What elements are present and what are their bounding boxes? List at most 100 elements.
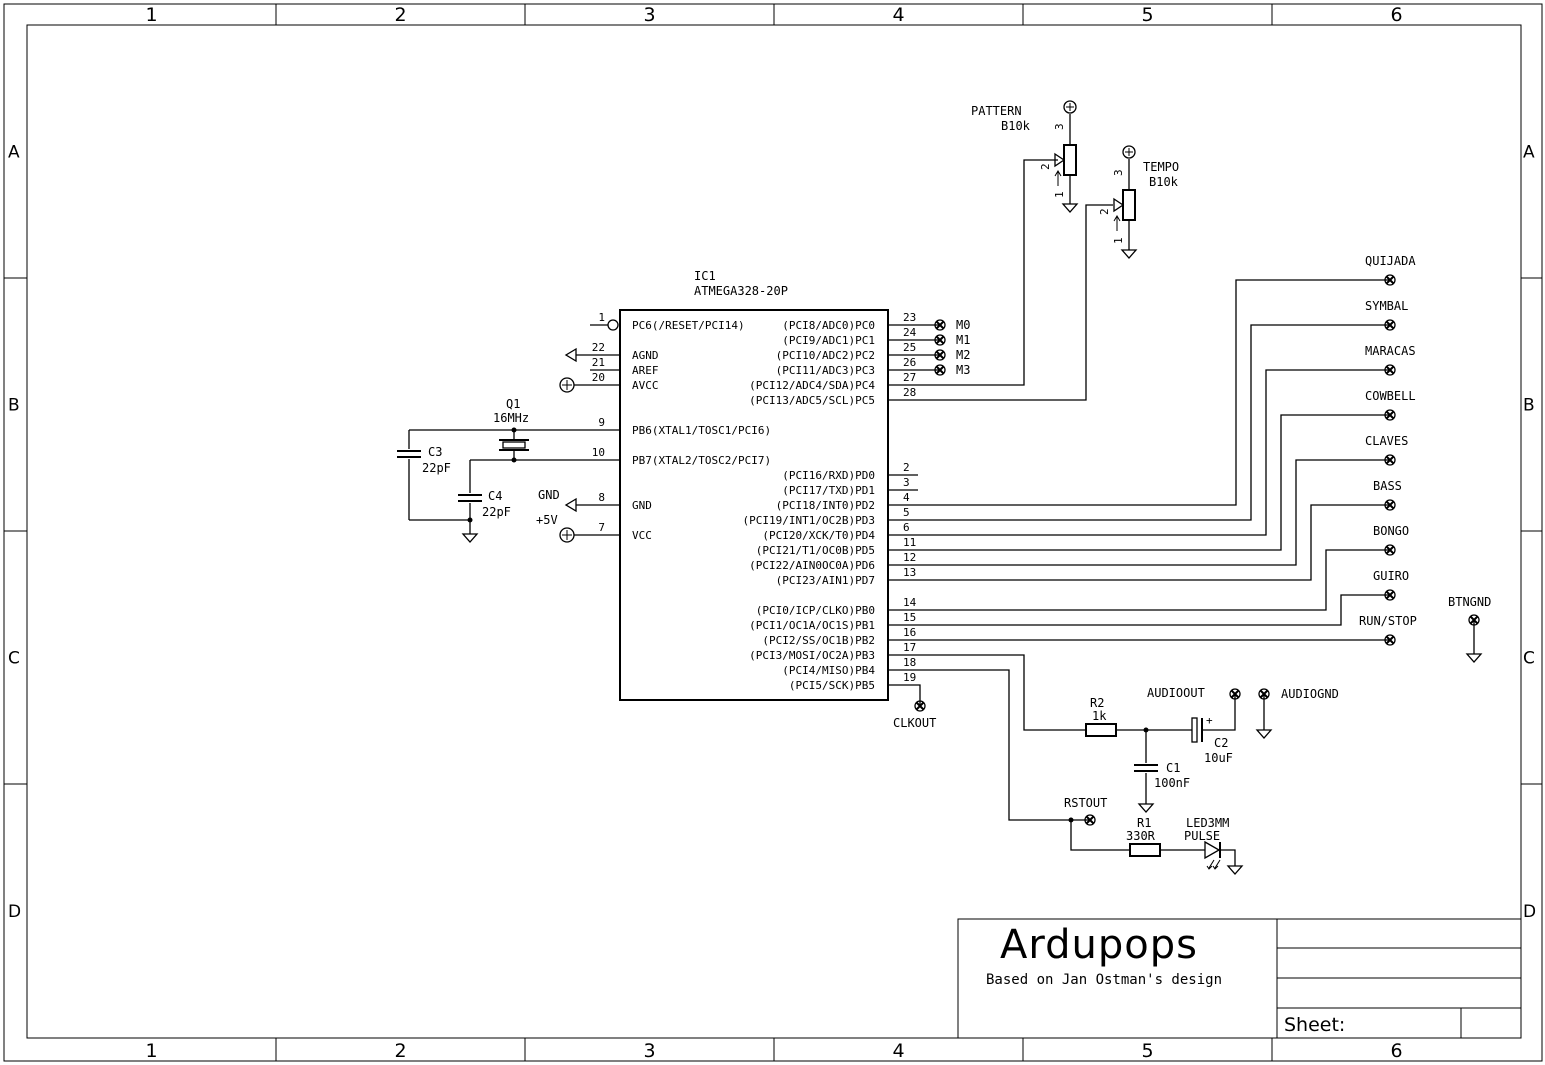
frame-row-label: C [1523, 649, 1535, 669]
audio-output-circuit: + R2 1k C2 10uF C1 100nF AUDIOOUT AUDIOG… [888, 654, 1339, 813]
instrument-pad [1384, 499, 1396, 511]
frame-column-label: 4 [892, 4, 904, 26]
instrument-label: COWBELL [1365, 389, 1416, 403]
mode-pad-label: M0 [956, 318, 970, 332]
ic1-right-pin-number: 23 [903, 311, 916, 324]
ic1-right-pin-name: (PCI0/ICP/CLKO)PB0 [756, 604, 875, 617]
clkout-label: CLKOUT [893, 716, 936, 730]
instrument-pad [1384, 634, 1396, 646]
instrument-net [888, 414, 1390, 551]
r2-ref: R2 [1090, 696, 1104, 710]
ic1-right-pin-name: (PCI17/TXD)PD1 [782, 484, 875, 497]
ic1-right-pin-name: (PCI19/INT1/OC2B)PD3 [743, 514, 875, 527]
ic1-left-pin-name: GND [632, 499, 652, 512]
ic1-ref: IC1 [694, 269, 716, 283]
led-ref: LED3MM [1186, 816, 1229, 830]
ic1-right-pin-number: 17 [903, 641, 916, 654]
ic1-right-pin-number: 14 [903, 596, 917, 609]
frame-row-label: C [8, 649, 20, 669]
ic1-right-pin-number: 5 [903, 506, 910, 519]
c3-ref: C3 [428, 445, 442, 459]
frame-row-label: A [8, 143, 20, 163]
clkout-pad: CLKOUT [888, 684, 936, 730]
ic1-right-pin-name: (PCI20/XCK/T0)PD4 [762, 529, 875, 542]
c1-value: 100nF [1154, 776, 1190, 790]
instrument-label: BONGO [1373, 524, 1409, 538]
frame-row-label: B [8, 396, 20, 416]
c2-polarity: + [1206, 714, 1213, 727]
ic1-right-pin-name: (PCI16/RXD)PD0 [782, 469, 875, 482]
drawing-subtitle: Based on Jan Ostman's design [986, 972, 1222, 988]
c2-value: 10uF [1204, 751, 1233, 765]
ic1-right-pin-name: (PCI2/SS/OC1B)PB2 [762, 634, 875, 647]
btngnd-pad-marker [1468, 614, 1480, 626]
sheet-label: Sheet: [1284, 1014, 1345, 1036]
ic1-left-pin-name: PB6(XTAL1/TOSC1/PCI6) [632, 424, 771, 437]
audiognd-pad-marker [1258, 688, 1270, 700]
avcc-supply-symbol [559, 377, 620, 393]
instrument-label: MARACAS [1365, 344, 1416, 358]
ic1-right-pin-name: (PCI1/OC1A/OC1S)PB1 [749, 619, 875, 632]
frame-row-label: D [1523, 902, 1536, 922]
agnd-symbol [564, 347, 620, 363]
ic1-right-pin-name: (PCI23/AIN1)PD7 [776, 574, 875, 587]
ic1-right-pin-number: 3 [903, 476, 910, 489]
frame-column-label: 1 [145, 1040, 157, 1062]
ic1-left-pin-name: PC6(/RESET/PCI14) [632, 319, 745, 332]
frame-column-label: 5 [1141, 1040, 1153, 1062]
ic1-left-pin-number: 22 [592, 341, 605, 354]
instrument-outputs: QUIJADASYMBALMARACASCOWBELLCLAVESBASSBON… [888, 254, 1417, 641]
ic1-right-pin-number: 12 [903, 551, 916, 564]
pot-wiring [888, 159, 1113, 401]
audioout-label: AUDIOOUT [1147, 686, 1205, 700]
ic1-left-pin-name: AVCC [632, 379, 659, 392]
pattern-pin-3: 3 [1053, 123, 1066, 130]
vcc-supply-symbol: +5V [536, 513, 620, 543]
c2-ref: C2 [1214, 736, 1228, 750]
ic1-right-pin-number: 24 [903, 326, 917, 339]
mode-pad-label: M2 [956, 348, 970, 362]
instrument-pad [1384, 589, 1396, 601]
instrument-label: SYMBAL [1365, 299, 1408, 313]
ic1-right-pin-name: (PCI4/MISO)PB4 [782, 664, 875, 677]
serial-stubs [888, 474, 918, 491]
instrument-pad [1384, 454, 1396, 466]
r1-ref: R1 [1137, 816, 1151, 830]
mode-pad-m1 [934, 334, 946, 346]
frame-column-label: 6 [1390, 1040, 1402, 1062]
tempo-pot-name: TEMPO [1143, 160, 1179, 174]
instrument-net [888, 459, 1390, 566]
c4-value: 22pF [482, 505, 511, 519]
ic1-right-pin-number: 25 [903, 341, 916, 354]
tempo-pin-1: 1 [1112, 237, 1125, 244]
audioout-pad-marker [1229, 688, 1241, 700]
pattern-potentiometer: PATTERN B10k 3 2 1 [971, 100, 1079, 213]
ic1-part: ATMEGA328-20P [694, 284, 788, 298]
ic1-right-pin-name: (PCI9/ADC1)PC1 [782, 334, 875, 347]
pulse-led-circuit: RSTOUT R1 330R LED3MM PULSE [888, 669, 1244, 875]
mode-pad-label: M3 [956, 363, 970, 377]
rstout-pad-marker [1084, 814, 1096, 826]
instrument-pad [1384, 319, 1396, 331]
frame-row-label: D [8, 902, 21, 922]
ic1-right-pin-name: (PCI18/INT0)PD2 [776, 499, 875, 512]
frame-column-label: 1 [145, 4, 157, 26]
vcc-label: +5V [536, 513, 558, 527]
instrument-label: RUN/STOP [1359, 614, 1417, 628]
ic1-right-pin-number: 4 [903, 491, 910, 504]
frame-column-label: 4 [892, 1040, 904, 1062]
mode-pad-m3 [934, 364, 946, 376]
ic1-right-pin-number: 13 [903, 566, 916, 579]
mode-pad-m0 [934, 319, 946, 331]
instrument-net [888, 549, 1390, 611]
btngnd-pad: BTNGND [1448, 595, 1491, 663]
pattern-pot-value: B10k [1001, 119, 1031, 133]
q1-value: 16MHz [493, 411, 529, 425]
instrument-net [888, 279, 1390, 506]
led-name: PULSE [1184, 829, 1220, 843]
ic1-right-pin-name: (PCI22/AIN0OC0A)PD6 [749, 559, 875, 572]
ic1-right-pin-number: 6 [903, 521, 910, 534]
ic1-right-pin-number: 27 [903, 371, 916, 384]
r2-value: 1k [1092, 709, 1107, 723]
